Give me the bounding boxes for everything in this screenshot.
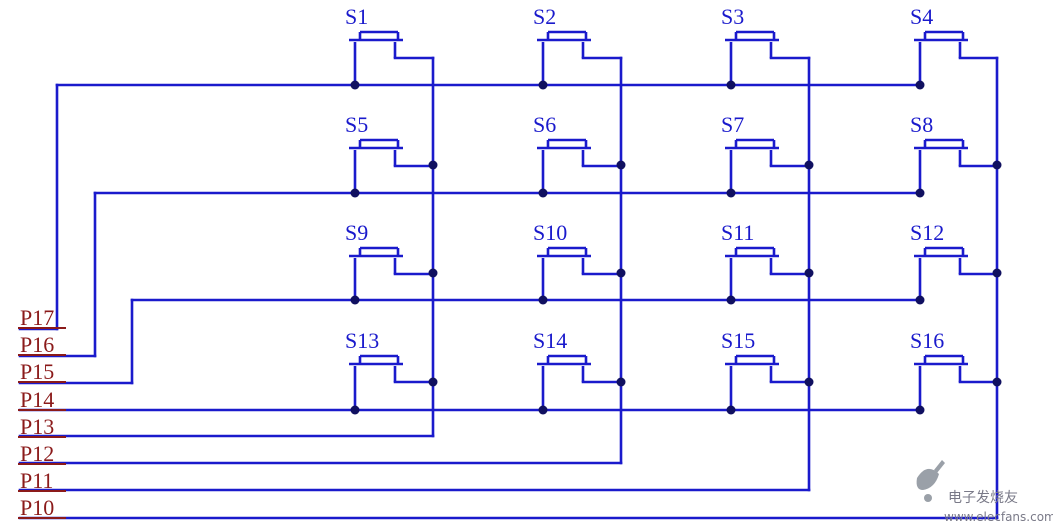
switch-label: S9 [345, 220, 368, 245]
port-p11: P11 [18, 468, 66, 493]
switch-s16: S16 [910, 328, 968, 410]
column-junction-dot [992, 160, 1002, 170]
column-junction-dot [428, 268, 438, 278]
switch-label: S8 [910, 112, 933, 137]
switch-label: S6 [533, 112, 556, 137]
wires [18, 56, 999, 520]
port-label: P14 [20, 387, 54, 412]
watermark-url: www.elecfans.com [944, 510, 1053, 524]
switch-label: S4 [910, 4, 933, 29]
row-junction-dot [538, 405, 548, 415]
port-p10: P10 [18, 495, 66, 520]
switch-s7: S7 [721, 112, 779, 193]
row-junction-dot [915, 295, 925, 305]
switch-s2: S2 [533, 4, 591, 85]
port-label: P16 [20, 332, 54, 357]
switch-s13: S13 [345, 328, 403, 410]
row-junction-dot [726, 80, 736, 90]
switch-label: S13 [345, 328, 379, 353]
row-junction-dot [350, 80, 360, 90]
row-junction-dot [538, 80, 548, 90]
port-label: P10 [20, 495, 54, 520]
row-junction-dot [915, 188, 925, 198]
watermark-brand: 电子发烧友 [948, 490, 1018, 506]
junction-dots [350, 80, 1002, 415]
switch-s3: S3 [721, 4, 779, 85]
switch-s15: S15 [721, 328, 779, 410]
column-junction-dot [616, 268, 626, 278]
column-junction-dot [428, 377, 438, 387]
switch-label: S14 [533, 328, 567, 353]
switch-s4: S4 [910, 4, 968, 85]
switch-label: S3 [721, 4, 744, 29]
switch-s14: S14 [533, 328, 591, 410]
column-junction-dot [428, 160, 438, 170]
port-label: P11 [20, 468, 53, 493]
switch-label: S2 [533, 4, 556, 29]
watermark-logo-icon [916, 460, 945, 502]
port-p17: P17 [18, 305, 66, 330]
row-junction-dot [915, 405, 925, 415]
port-p12: P12 [18, 441, 66, 466]
switch-label: S10 [533, 220, 567, 245]
column-junction-dot [992, 268, 1002, 278]
port-label: P13 [20, 414, 54, 439]
port-p14: P14 [18, 387, 66, 412]
row-junction-dot [726, 405, 736, 415]
switch-label: S11 [721, 220, 754, 245]
column-junction-dot [804, 377, 814, 387]
port-p16: P16 [18, 332, 66, 357]
switch-label: S12 [910, 220, 944, 245]
column-junction-dot [804, 160, 814, 170]
switch-s12: S12 [910, 220, 968, 300]
switch-s9: S9 [345, 220, 403, 300]
row-junction-dot [350, 295, 360, 305]
switch-label: S1 [345, 4, 368, 29]
row-junction-dot [350, 188, 360, 198]
port-label: P15 [20, 359, 54, 384]
port-p13: P13 [18, 414, 66, 439]
port-p15: P15 [18, 359, 66, 384]
row-junction-dot [350, 405, 360, 415]
switch-s1: S1 [345, 4, 403, 85]
switch-label: S7 [721, 112, 744, 137]
row-junction-dot [726, 295, 736, 305]
switch-s5: S5 [345, 112, 403, 193]
switch-label: S16 [910, 328, 944, 353]
row-junction-dot [538, 295, 548, 305]
row-junction-dot [915, 80, 925, 90]
row-junction-dot [538, 188, 548, 198]
port-label: P12 [20, 441, 54, 466]
switch-label: S5 [345, 112, 368, 137]
switch-s11: S11 [721, 220, 779, 300]
column-junction-dot [992, 377, 1002, 387]
switch-s8: S8 [910, 112, 968, 193]
switch-s6: S6 [533, 112, 591, 193]
port-label: P17 [20, 305, 54, 330]
column-junction-dot [804, 268, 814, 278]
watermark: 电子发烧友 www.elecfans.com [916, 460, 1053, 524]
switch-label: S15 [721, 328, 755, 353]
row-junction-dot [726, 188, 736, 198]
column-junction-dot [616, 377, 626, 387]
column-junction-dot [616, 160, 626, 170]
switch-s10: S10 [533, 220, 591, 300]
